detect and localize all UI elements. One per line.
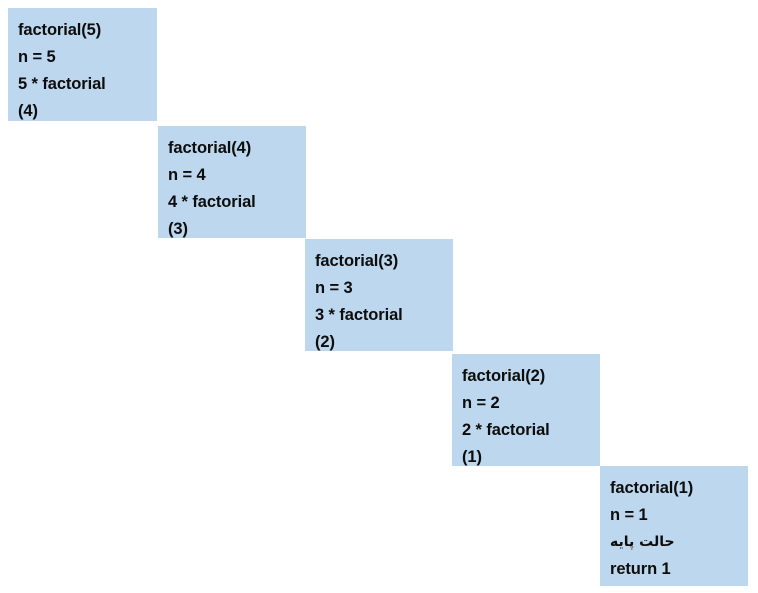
frame-line-param: n = 1 [610,506,648,524]
frame-line-expression: 3 * factorial [315,306,403,324]
frame-line-title: factorial(3) [315,252,399,270]
factorial-5-frame: factorial(5) n = 5 5 * factorial (4) [8,8,157,121]
frame-line-expression-cont: (1) [462,448,482,466]
frame-line-expression: 2 * factorial [462,421,550,439]
frame-line-param: n = 2 [462,394,500,412]
frame-line-expression-cont: (3) [168,220,188,238]
frame-line-expression-cont: (4) [18,102,38,120]
frame-line-title: factorial(4) [168,139,252,157]
factorial-3-frame: factorial(3) n = 3 3 * factorial (2) [305,239,453,351]
factorial-1-frame: factorial(1) n = 1 حالت پایه return 1 [600,466,748,586]
frame-line-title: factorial(5) [18,21,102,39]
frame-line-title: factorial(2) [462,367,546,385]
factorial-4-frame: factorial(4) n = 4 4 * factorial (3) [158,126,306,238]
factorial-2-frame: factorial(2) n = 2 2 * factorial (1) [452,354,600,466]
frame-line-param: n = 5 [18,48,56,66]
frame-line-param: n = 4 [168,166,206,184]
frame-line-expression-cont: (2) [315,333,335,351]
frame-line-title: factorial(1) [610,479,694,497]
frame-line-expression: 5 * factorial [18,75,106,93]
frame-line-expression: 4 * factorial [168,193,256,211]
frame-line-param: n = 3 [315,279,353,297]
frame-line-base-case-label: حالت پایه [610,534,675,550]
frame-line-return: return 1 [610,560,671,578]
